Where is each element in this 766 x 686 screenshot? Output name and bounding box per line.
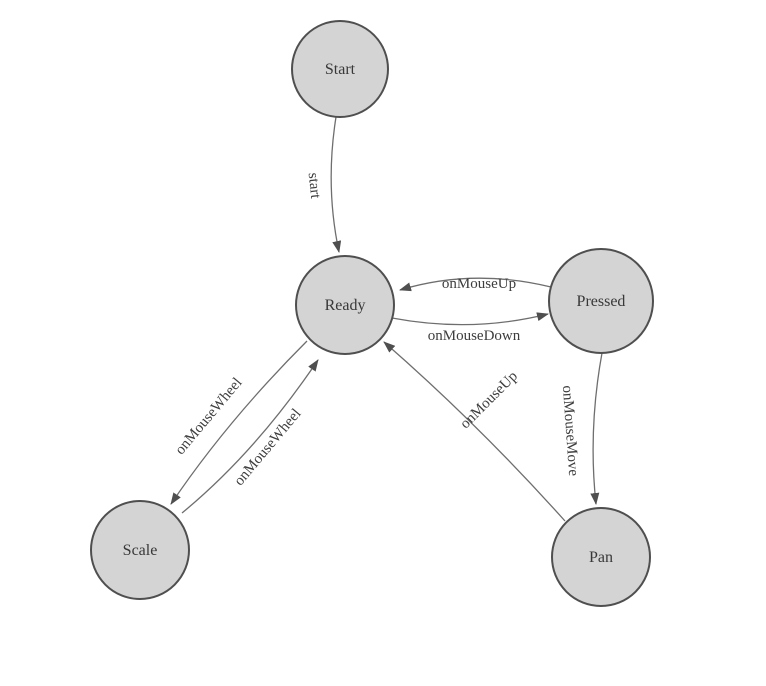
edge-label: onMouseMove [559, 385, 581, 477]
edge-start-to-ready: start [305, 116, 342, 253]
edge-line [181, 359, 319, 514]
state-label: Pressed [577, 293, 626, 310]
edge-pressed-to-ready-onmouseup: onMouseUp [399, 276, 552, 292]
state-circle [291, 20, 389, 118]
edge-line [383, 341, 566, 522]
edge-line [330, 116, 342, 253]
edge-label: onMouseWheel [172, 375, 245, 458]
state-circle [551, 507, 651, 607]
state-circle [548, 248, 654, 354]
edge-label: onMouseUp [457, 368, 521, 432]
state-node-scale: Scale [90, 500, 190, 600]
edge-label: onMouseDown [428, 328, 521, 344]
edge-pan-to-ready-onmouseup: onMouseUp [383, 341, 566, 522]
edge-line [391, 312, 549, 326]
edge-line [590, 352, 603, 505]
edge-label: onMouseWheel [231, 406, 304, 489]
edge-line [399, 277, 552, 292]
state-circle [90, 500, 190, 600]
state-node-pressed: Pressed [548, 248, 654, 354]
state-node-pan: Pan [551, 507, 651, 607]
state-label: Start [325, 61, 356, 78]
state-node-ready: Ready [295, 255, 395, 355]
state-circle [295, 255, 395, 355]
edge-label: start [305, 172, 324, 200]
edge-line [170, 340, 308, 505]
edge-label: onMouseUp [442, 276, 516, 292]
state-node-start: Start [291, 20, 389, 118]
edge-ready-to-pressed-onmousedown: onMouseDown [391, 312, 549, 344]
state-label: Ready [325, 297, 366, 314]
edge-pressed-to-pan-onmousemove: onMouseMove [559, 352, 603, 505]
state-label: Scale [123, 542, 158, 559]
state-label: Pan [589, 549, 613, 566]
